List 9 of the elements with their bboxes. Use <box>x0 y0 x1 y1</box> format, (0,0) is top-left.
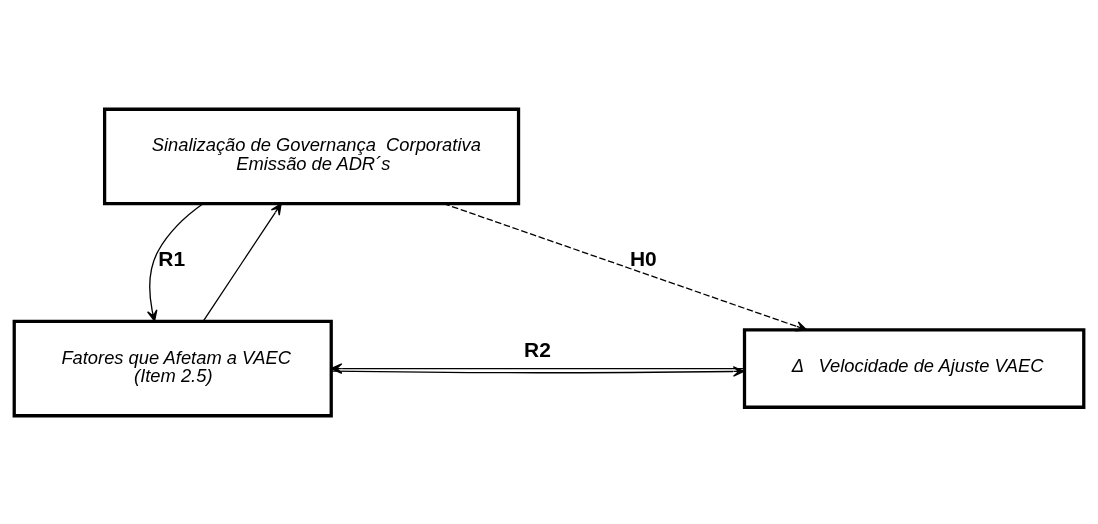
node-box: Δ Velocidade de Ajuste VAEC <box>742 327 1086 409</box>
edge-label: R2 <box>524 337 551 361</box>
arrow <box>146 202 204 322</box>
edge-label: H0 <box>629 246 657 270</box>
node-box: Fatores que Afetam a VAEC (Item 2.5) <box>12 319 333 417</box>
edge-label: R1 <box>158 246 186 270</box>
node-box: Sinalização de Governança Corporativa Emissão de ADR´s <box>102 107 521 205</box>
arrow <box>442 202 808 332</box>
arrow <box>202 202 282 322</box>
